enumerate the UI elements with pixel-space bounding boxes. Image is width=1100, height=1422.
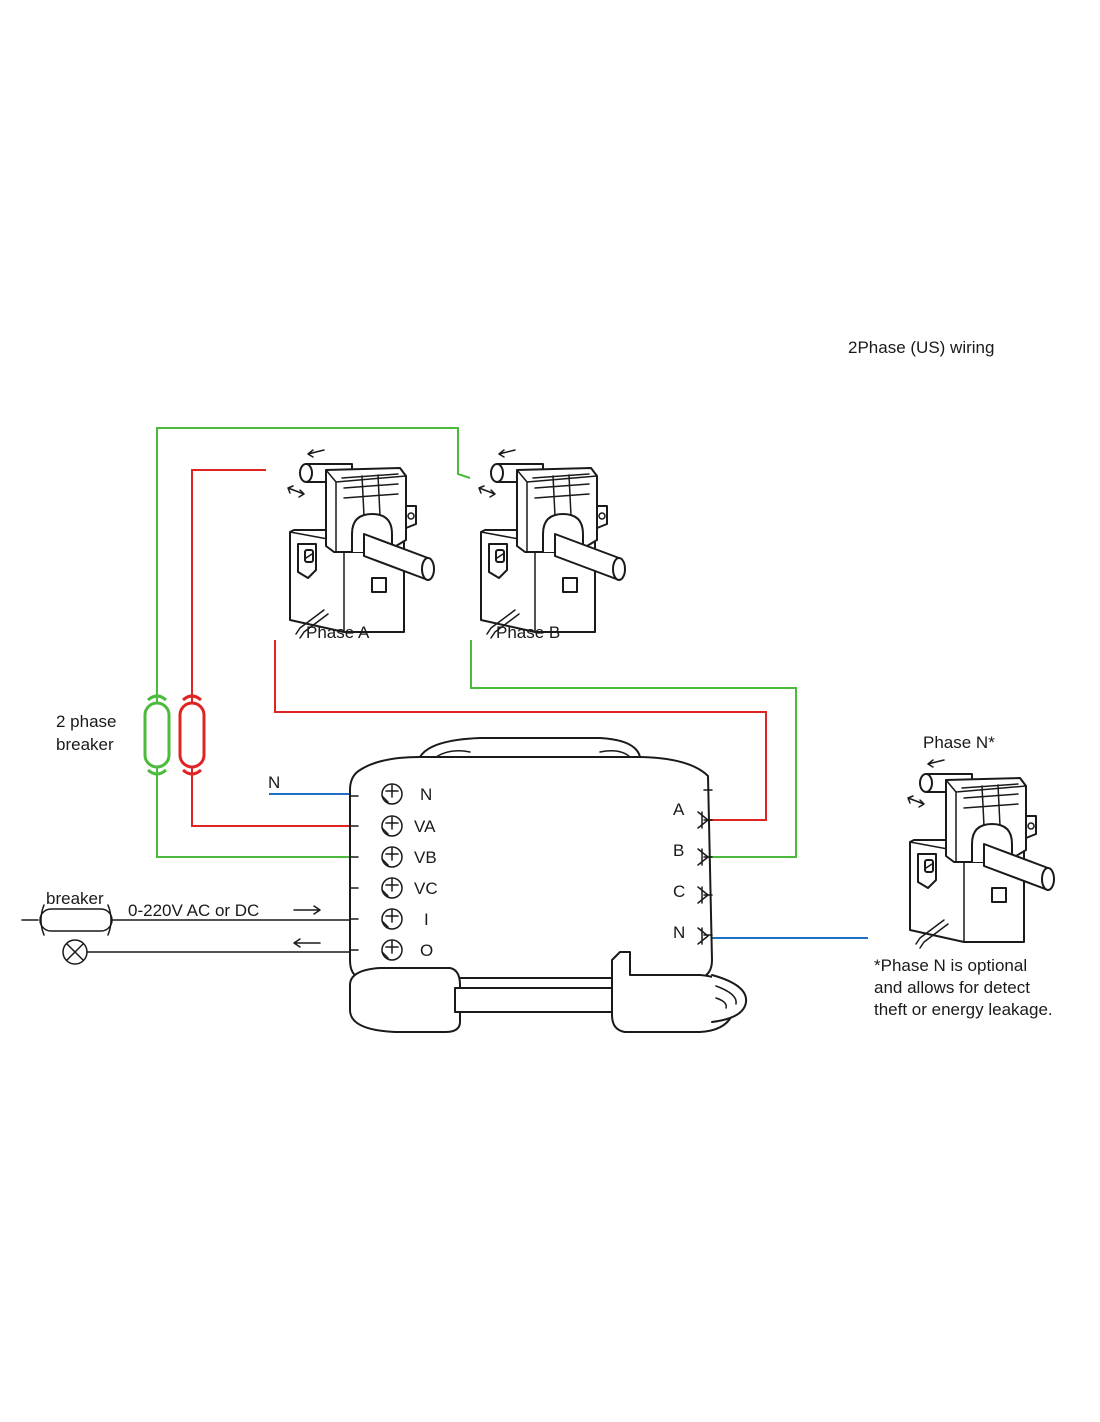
terminal-label-i: I — [424, 910, 429, 929]
terminal-screw-icon — [697, 927, 709, 945]
terminal-screw-icon — [381, 815, 403, 837]
phase-n-note-line1: *Phase N is optional — [874, 956, 1027, 975]
split-core-ct-icon — [907, 759, 1055, 949]
left-neutral-label: N — [268, 773, 280, 792]
split-core-ct-icon — [478, 449, 626, 639]
terminal-label-n-right: N — [673, 923, 685, 942]
io-supply-label: 0-220V AC or DC — [128, 901, 259, 920]
ct-phase-b-label: Phase B — [496, 623, 560, 642]
lamp-icon — [62, 939, 88, 965]
phase-n-note-line2: and allows for detect — [874, 978, 1030, 997]
breaker-label-line1: 2 phase — [56, 712, 117, 731]
terminal-screw-icon — [381, 939, 403, 961]
phase-n-note-line3: theft or energy leakage. — [874, 1000, 1053, 1019]
terminal-label-b: B — [673, 841, 684, 860]
breaker-red-pole — [178, 694, 206, 776]
diagram-title: 2Phase (US) wiring — [848, 338, 994, 357]
ct-phase-a-label: Phase A — [306, 623, 370, 642]
terminal-screw-icon — [697, 886, 709, 904]
terminal-screw-icon — [381, 846, 403, 868]
ct-phase-b: Phase B — [478, 449, 626, 642]
arrow-right-icon — [293, 905, 321, 915]
io-breaker-symbol — [39, 908, 113, 932]
ct-phase-n-label: Phase N* — [923, 733, 995, 752]
terminal-label-vc: VC — [414, 879, 438, 898]
terminal-label-a: A — [673, 800, 685, 819]
phase-a-ct-lead-wire — [274, 640, 767, 821]
phase-a-wire-top — [191, 469, 266, 705]
arrow-left-icon — [293, 938, 321, 948]
phase-b-wire-top — [156, 427, 471, 705]
two-phase-breaker: 2 phase breaker — [56, 694, 206, 776]
terminal-label-n: N — [420, 785, 432, 804]
terminal-label-vb: VB — [414, 848, 437, 867]
terminal-screw-icon — [381, 908, 403, 930]
split-core-ct-icon — [287, 449, 435, 639]
io-breaker-label: breaker — [46, 889, 104, 908]
terminal-screw-icon — [697, 811, 709, 829]
left-terminal-block: N VA VB VC I O — [381, 783, 438, 961]
breaker-green-pole — [143, 694, 171, 776]
breaker-label-line2: breaker — [56, 735, 114, 754]
meter-module — [349, 737, 748, 1033]
terminal-label-va: VA — [414, 817, 436, 836]
terminal-screw-icon — [381, 783, 403, 805]
phase-b-ct-lead-wire — [470, 640, 797, 858]
terminal-screw-icon — [697, 848, 709, 866]
phase-a-wire-to-va — [191, 766, 352, 827]
ct-phase-a: Phase A — [287, 449, 435, 642]
terminal-label-c: C — [673, 882, 685, 901]
phase-b-wire-to-vb — [156, 766, 352, 858]
io-circuit: breaker 0-220V AC or DC — [21, 889, 351, 965]
terminal-screw-icon — [381, 877, 403, 899]
ct-phase-n: Phase N* — [907, 733, 1055, 949]
right-terminal-block: A B C N — [673, 800, 709, 945]
phase-n-note: *Phase N is optional and allows for dete… — [874, 956, 1053, 1019]
terminal-label-o: O — [420, 941, 433, 960]
